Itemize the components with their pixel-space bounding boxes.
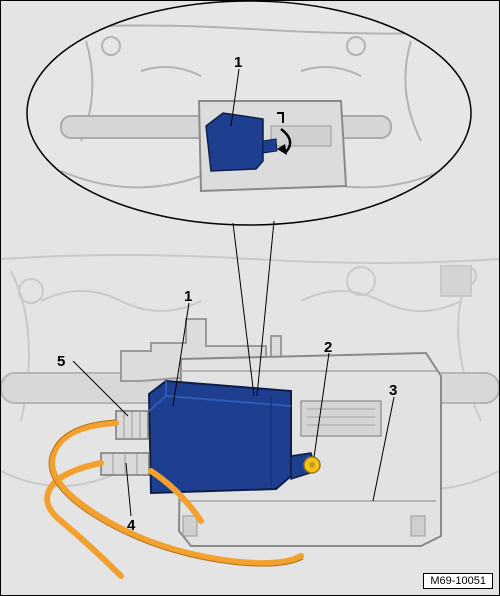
callout-3: 3 bbox=[389, 382, 398, 399]
leader-lines bbox=[72, 68, 395, 517]
callout-2: 2 bbox=[324, 339, 333, 356]
blue-module bbox=[147, 379, 317, 495]
connector-upper bbox=[115, 410, 149, 440]
connector-lower bbox=[100, 452, 150, 476]
projection-lines bbox=[232, 220, 275, 397]
magnified-detail bbox=[26, 1, 472, 226]
figure-reference: M69-10051 bbox=[423, 573, 493, 589]
bolt bbox=[303, 456, 321, 474]
callout-1-top: 1 bbox=[234, 54, 243, 71]
callout-5: 5 bbox=[57, 353, 66, 370]
wiring-harness-outline bbox=[48, 419, 304, 567]
callout-4: 4 bbox=[127, 517, 136, 534]
wiring-harness bbox=[44, 420, 304, 579]
callout-1: 1 bbox=[184, 288, 193, 305]
